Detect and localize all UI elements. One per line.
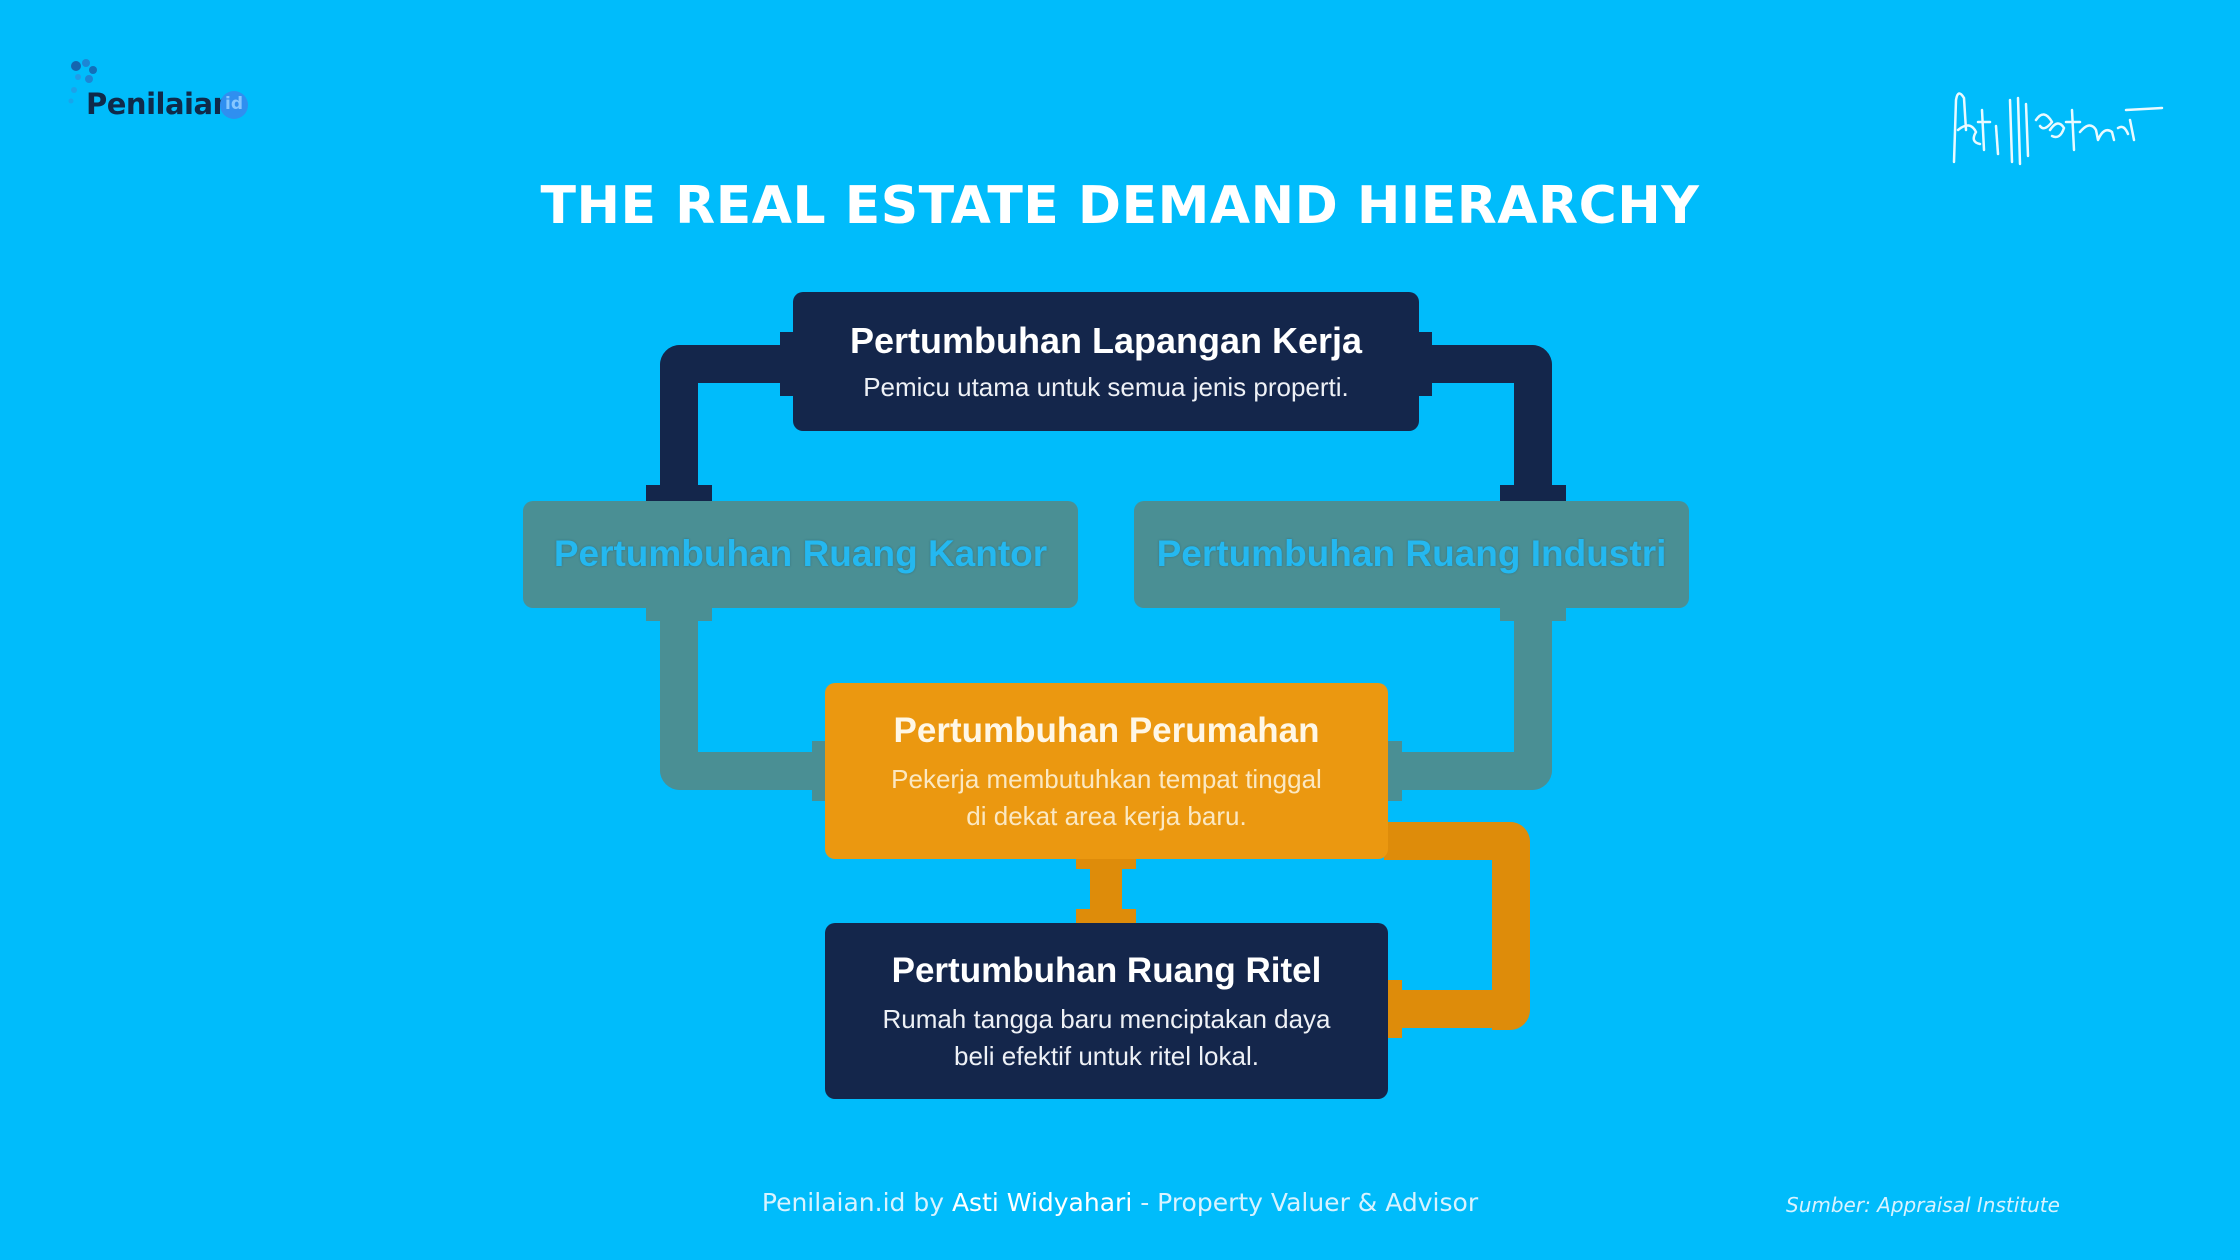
- footer-suffix: - Property Valuer & Advisor: [1132, 1188, 1479, 1217]
- pipe-flange: [1388, 980, 1402, 1038]
- node-title: Pertumbuhan Ruang Industri: [1156, 533, 1667, 574]
- logo-text: Penilaian: [86, 87, 233, 121]
- footer-author: Asti Widyahari: [951, 1188, 1133, 1217]
- pipe-flange: [646, 485, 712, 501]
- penilaian-logo: Penilaian id: [62, 56, 262, 126]
- node-industrial-growth: Pertumbuhan Ruang Industri: [1134, 501, 1689, 608]
- signature-icon: [1952, 92, 2164, 166]
- node-description-line: Pekerja membutuhkan tempat tinggal: [891, 764, 1322, 794]
- node-job-growth: Pertumbuhan Lapangan Kerja Pemicu utama …: [793, 292, 1419, 431]
- node-title: Pertumbuhan Lapangan Kerja: [849, 320, 1363, 361]
- node-description-line: Rumah tangga baru menciptakan daya: [882, 1004, 1331, 1034]
- node-title: Pertumbuhan Ruang Kantor: [553, 533, 1048, 574]
- node-description: Pemicu utama untuk semua jenis properti.: [863, 372, 1349, 402]
- node-description-line: beli efektif untuk ritel lokal.: [954, 1041, 1259, 1071]
- node-housing-growth: Pertumbuhan Perumahan Pekerja membutuhka…: [825, 683, 1388, 859]
- footer-prefix: Penilaian.id by: [761, 1188, 952, 1217]
- source-note: Sumber: Appraisal Institute: [1786, 1193, 2060, 1217]
- node-title: Pertumbuhan Ruang Ritel: [891, 951, 1322, 990]
- pipe-office-housing-horizontal: [660, 752, 830, 790]
- footer-credit: Penilaian.id by Asti Widyahari - Propert…: [0, 1188, 2240, 1217]
- node-office-growth: Pertumbuhan Ruang Kantor: [523, 501, 1078, 608]
- pipe-flange: [1386, 741, 1402, 801]
- pipe-flange: [1500, 485, 1566, 501]
- node-description-line: di dekat area kerja baru.: [966, 801, 1247, 831]
- page-title: THE REAL ESTATE DEMAND HIERARCHY: [540, 176, 1700, 236]
- pipe-jobs-office-vertical: [660, 345, 698, 495]
- node-description: Rumah tangga baru menciptakan daya beli …: [825, 1001, 1388, 1075]
- pipe-industrial-housing-horizontal: [1384, 752, 1552, 790]
- pipe-flange: [812, 741, 828, 801]
- pipe-jobs-industrial-vertical: [1514, 345, 1552, 495]
- node-retail-growth: Pertumbuhan Ruang Ritel Rumah tangga bar…: [825, 923, 1388, 1099]
- pipe-flange: [1500, 605, 1566, 621]
- node-title: Pertumbuhan Perumahan: [893, 711, 1320, 750]
- pipe-flange: [646, 605, 712, 621]
- node-description: Pekerja membutuhkan tempat tinggal di de…: [825, 761, 1388, 835]
- logo-mark-icon: [68, 59, 97, 104]
- pipe-flange: [1076, 909, 1136, 923]
- pipe-housing-retail-bottom: [1386, 990, 1530, 1028]
- logo-badge: id: [220, 91, 248, 119]
